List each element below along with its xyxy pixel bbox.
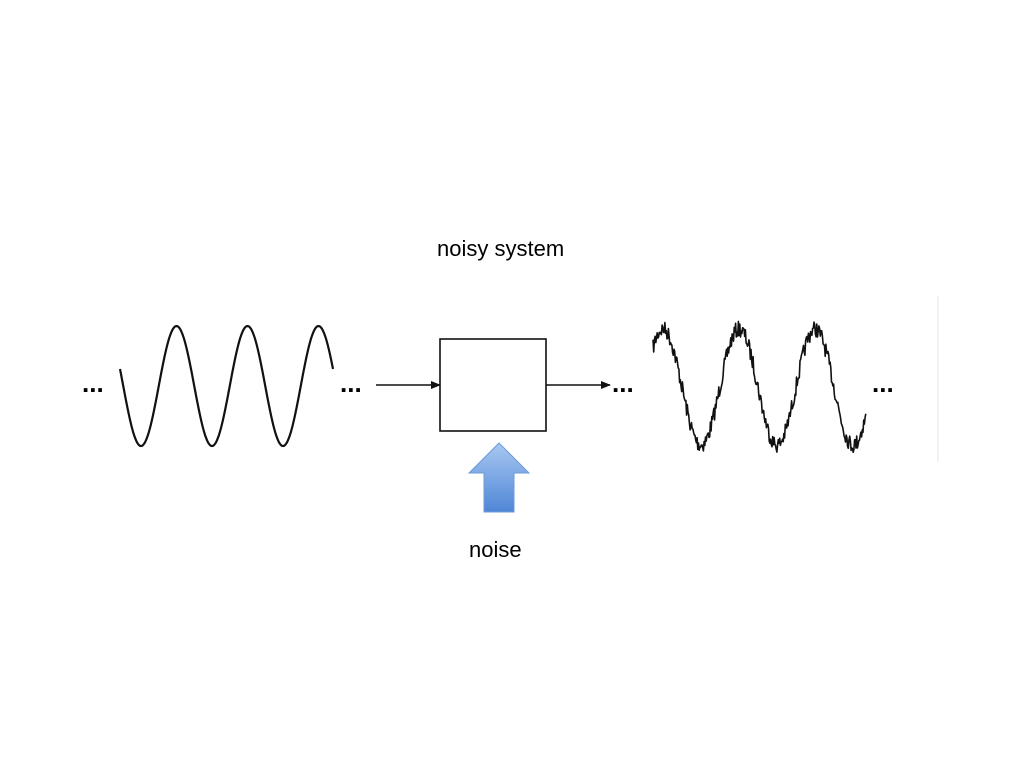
input-ellipsis-right: ... <box>340 368 362 398</box>
input-ellipsis-left: ... <box>82 368 104 398</box>
noise-arrow-icon <box>467 442 531 513</box>
input-sine-wave <box>118 325 335 448</box>
noise-label: noise <box>469 537 522 562</box>
output-ellipsis-left: ... <box>612 368 634 398</box>
system-title: noisy system <box>437 236 565 261</box>
output-noisy-wave <box>652 320 867 454</box>
system-box <box>439 338 547 432</box>
output-ellipsis-right: ... <box>872 368 894 398</box>
